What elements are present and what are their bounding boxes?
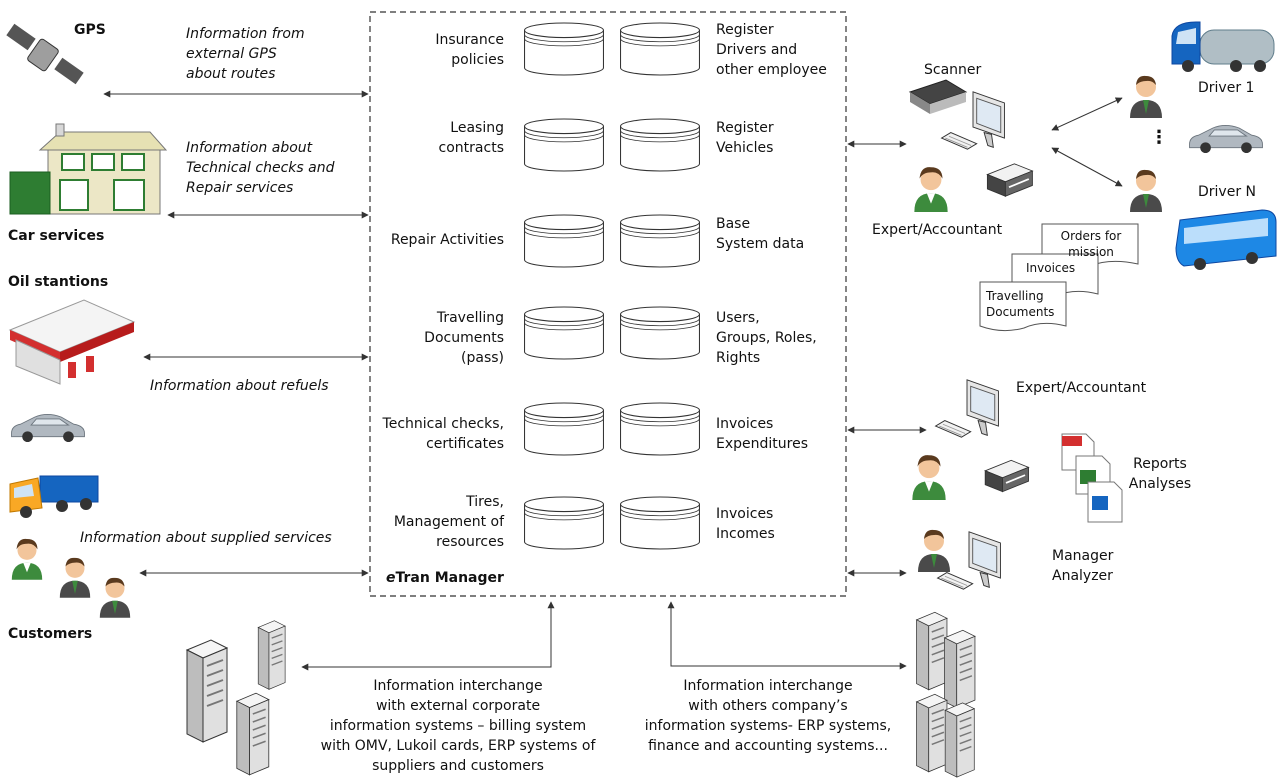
scanner-label: Scanner: [924, 62, 982, 78]
document-stack: [979, 223, 1139, 332]
car-services-label: Car services: [8, 228, 105, 244]
system-name-text: Tran Manager: [395, 570, 504, 586]
database-icon: [620, 402, 700, 456]
database-column-left: [524, 22, 604, 550]
word-document-icon: [1087, 481, 1123, 523]
row-label-right: Base System data: [716, 216, 805, 252]
satellite-icon: [6, 23, 84, 85]
row-label-left: Technical checks, certificates: [382, 416, 504, 452]
oil-stations-label: Oil stantions: [8, 274, 109, 290]
server-icon: [185, 638, 229, 744]
scanner-icon: [908, 79, 968, 114]
reports-analyses-label: Reports Analyses: [1128, 456, 1192, 492]
row-label-right: Invoices Expenditures: [716, 416, 808, 452]
right-connectors: [847, 97, 1123, 577]
row-label-left: Repair Activities: [390, 232, 504, 248]
database-icon: [524, 214, 604, 268]
driver-icon: [1130, 169, 1162, 212]
refuels-info-text: Information about refuels: [150, 378, 329, 394]
gas-station-icon: [8, 299, 136, 385]
invoices-document-label: Invoices: [1026, 261, 1076, 275]
customer-icon: [99, 577, 131, 618]
driver-icon: [1130, 75, 1162, 118]
server-icon: [236, 692, 270, 776]
driverN-arrow: [1051, 147, 1123, 187]
driver1-label: Driver 1: [1198, 80, 1255, 96]
left-connectors: [103, 90, 369, 577]
more-drivers-ellipsis: ⋮: [1150, 127, 1168, 148]
row-label-left: Insurance policies: [435, 32, 504, 68]
customer-icon: [11, 538, 43, 580]
database-icon: [524, 118, 604, 172]
server-icon: [944, 702, 976, 778]
database-icon: [524, 306, 604, 360]
expert-accountant-label: Expert/Accountant: [872, 222, 1003, 238]
database-icon: [620, 496, 700, 550]
database-column-right: [620, 22, 700, 550]
expert-accountant-icon: [912, 455, 946, 500]
gps-label: GPS: [74, 22, 106, 38]
bus-icon: [1175, 209, 1277, 270]
travelling-document-label: Travelling Documents: [986, 289, 1055, 319]
row-label-right: Users, Groups, Roles, Rights: [716, 310, 817, 366]
row-label-left: Leasing contracts: [438, 120, 504, 156]
car-icon: [1189, 124, 1263, 154]
row-label-left: Tires, Management of resources: [393, 494, 504, 550]
manager-analyzer-label: Manager Analyzer: [1052, 548, 1114, 584]
row-label-right: Register Drivers and other employee: [716, 22, 827, 78]
row-label-right: Invoices Incomes: [716, 506, 775, 542]
database-icon: [620, 306, 700, 360]
expert-accountant-label: Expert/Accountant: [1016, 380, 1147, 396]
server-icon: [257, 620, 286, 690]
database-icon: [524, 496, 604, 550]
car-services-info-text: Information about Technical checks and R…: [186, 140, 335, 196]
computer-icon: [935, 379, 999, 438]
manager-icon: [918, 529, 950, 572]
travelling-document: [979, 281, 1067, 332]
car-icon: [11, 413, 85, 443]
tanker-truck-icon: [1171, 21, 1275, 72]
server-icon: [943, 629, 976, 709]
database-icon: [620, 118, 700, 172]
database-icon: [524, 402, 604, 456]
customer-icon: [59, 557, 91, 598]
server-icon: [915, 693, 948, 773]
row-label-left: Travelling Documents (pass): [424, 310, 504, 366]
server-icon: [915, 611, 948, 691]
database-icon: [620, 214, 700, 268]
truck-icon: [9, 475, 99, 518]
external-systems-arrow: [301, 601, 555, 671]
orders-document-label: Orders for mission: [1060, 229, 1122, 259]
supplied-services-info-text: Information about supplied services: [80, 530, 332, 546]
database-icon: [620, 22, 700, 76]
printer-icon: [986, 162, 1034, 198]
system-name: eTran Manager: [386, 568, 504, 588]
external-systems-info-text: Information interchange with external co…: [320, 678, 596, 774]
internal-systems-info-text: Information interchange with others comp…: [644, 678, 892, 754]
house-icon: [9, 123, 168, 215]
bottom-connectors: [301, 601, 907, 671]
system-prefix: e: [386, 570, 396, 586]
printer-icon: [984, 459, 1030, 493]
driverN-label: Driver N: [1198, 184, 1257, 200]
row-label-right: Register Vehicles: [716, 120, 774, 156]
driver1-arrow: [1051, 97, 1123, 131]
database-icon: [524, 22, 604, 76]
internal-systems-arrow: [667, 601, 907, 670]
customers-label: Customers: [8, 626, 93, 642]
expert-accountant-icon: [914, 167, 948, 212]
gps-info-text: Information from external GPS about rout…: [186, 26, 305, 82]
